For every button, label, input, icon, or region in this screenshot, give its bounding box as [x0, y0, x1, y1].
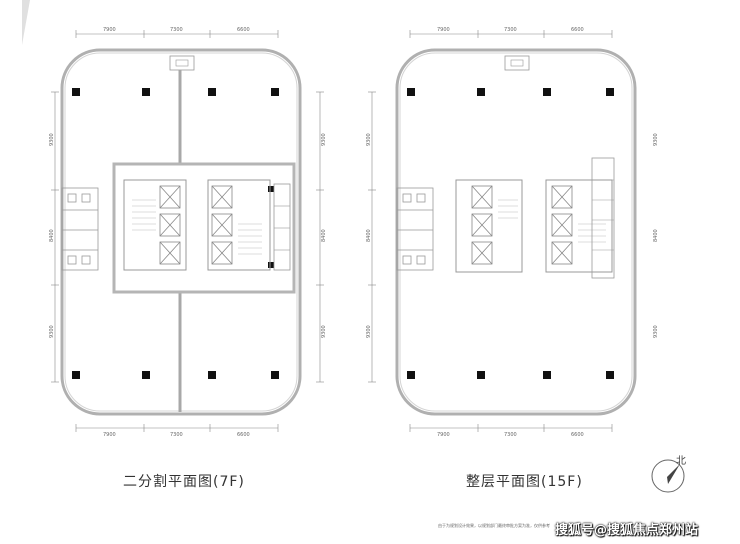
dim-right-3: 9300	[321, 325, 327, 338]
dim-left-2: 8400	[49, 229, 55, 242]
north-label: 北	[676, 456, 686, 467]
toilet-block	[61, 187, 99, 271]
floor-plan-15f: 7900 7300 6600 7900 7300 6600 9300 8400 …	[360, 0, 660, 450]
right-dimension-labels: 9300 8400 9300	[653, 133, 659, 338]
dim-left-1: 9300	[49, 133, 55, 146]
right-dimension-line: 9300 8400 9300	[316, 91, 327, 383]
left-dimension-line: 9300 8400 9300	[366, 91, 376, 383]
dim-bottom-1: 7900	[437, 432, 450, 438]
top-entrance	[169, 55, 195, 71]
top-dimension-line: 7900 7300 6600	[409, 27, 613, 38]
dim-right-1: 9300	[653, 133, 659, 146]
dim-left-3: 9300	[49, 325, 55, 338]
dim-bottom-3: 6600	[571, 432, 584, 438]
north-arrow-icon	[651, 459, 685, 493]
dim-bottom-3: 6600	[237, 432, 250, 438]
dim-right-1: 9300	[321, 133, 327, 146]
floor-plan-7f: 7900 7300 6600 7900 7300 6600 9300 8400 …	[48, 0, 328, 450]
dim-left-2: 8400	[366, 229, 372, 242]
bottom-dimension-line: 7900 7300 6600	[75, 424, 279, 438]
dim-right-2: 8400	[321, 229, 327, 242]
dim-bottom-1: 7900	[103, 432, 116, 438]
top-dimension-line: 7900 7300 6600	[75, 27, 279, 38]
watermark: 搜狐号@搜狐焦点郑州站	[555, 523, 699, 538]
dim-top-2: 7300	[504, 27, 517, 33]
plan-title-7f: 二分割平面图(7F)	[123, 474, 245, 490]
top-entrance	[504, 55, 530, 71]
bottom-dimension-line: 7900 7300 6600	[409, 424, 613, 438]
dim-top-3: 6600	[571, 27, 584, 33]
dim-top-3: 6600	[237, 27, 250, 33]
dim-top-2: 7300	[170, 27, 183, 33]
corner-mark-icon	[22, 0, 30, 45]
left-dimension-line: 9300 8400 9300	[49, 91, 59, 383]
dim-top-1: 7900	[103, 27, 116, 33]
dim-top-1: 7900	[437, 27, 450, 33]
dim-bottom-2: 7300	[170, 432, 183, 438]
structural-columns	[72, 88, 279, 379]
structural-columns	[407, 88, 614, 379]
dim-right-2: 8400	[653, 229, 659, 242]
footnote: 由于为规划设计效果，以规划部门最终审批方案为准，仅供参考	[438, 523, 550, 528]
dim-left-1: 9300	[366, 133, 372, 146]
dim-left-3: 9300	[366, 325, 372, 338]
plan-title-15f: 整层平面图(15F)	[466, 474, 583, 490]
toilet-block	[396, 187, 434, 271]
central-core	[455, 157, 615, 279]
dim-bottom-2: 7300	[504, 432, 517, 438]
central-core	[112, 162, 296, 294]
dim-right-3: 9300	[653, 325, 659, 338]
